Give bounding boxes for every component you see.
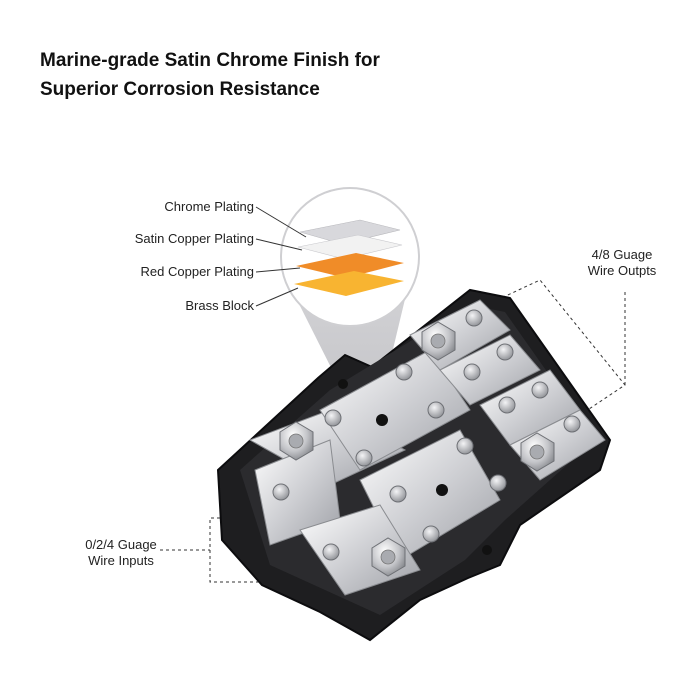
screw [563,415,581,433]
screw [465,309,483,327]
layer-red-copper [296,253,404,278]
output-bar-2 [439,334,541,406]
outputs-callout-line-1: 4/8 Guage [591,247,653,262]
inputs-callout-line-2: Wire Inputs [88,553,154,568]
large-nut-right [520,432,555,472]
fuse-block [216,288,612,642]
screw [355,449,373,467]
layer-brass [294,271,404,296]
headline: Marine-grade Satin Chrome Finish for Sup… [40,46,440,104]
layer-label-red-copper: Red Copper Plating [140,264,254,279]
leader-red-copper [255,267,301,273]
leader-brass [255,287,299,307]
screw [498,396,516,414]
plating-layers [294,219,404,296]
screw [272,483,290,501]
outputs-callout-bracket [496,279,626,416]
leader-satin-copper [255,238,303,251]
mount-hole-right [482,545,492,555]
screw [389,485,407,503]
mount-hole-center [376,414,388,426]
layer-label-satin-copper: Satin Copper Plating [134,231,254,246]
screw [324,409,342,427]
screw [322,543,340,561]
screw [463,363,481,381]
layer-satin-copper [297,234,403,260]
outputs-callout-line-2: Wire Outpts [587,263,657,278]
large-nut-left [279,421,314,461]
screw [427,401,445,419]
headline-line-1: Marine-grade Satin Chrome Finish for [40,50,380,71]
screw [422,525,440,543]
large-nut-front [371,537,406,577]
screw [489,474,507,492]
layer-chrome [299,219,401,245]
outputs-callout: 4/8 Guage Wire Outpts [572,247,672,279]
layer-leader-lines [255,206,307,307]
headline-line-2: Superior Corrosion Resistance [40,79,320,100]
large-nut-top [421,321,456,361]
screw [395,363,413,381]
screw [496,343,514,361]
mount-hole-lower [436,484,448,496]
screws [272,309,581,561]
mount-hole-left [338,379,348,389]
leader-chrome [255,206,307,238]
screw [531,381,549,399]
inputs-callout: 0/2/4 Guage Wire Inputs [66,537,176,569]
bus-bar-center [319,349,471,471]
inputs-callout-line-1: 0/2/4 Guage [85,537,157,552]
layer-label-chrome: Chrome Plating [164,199,254,214]
screw [456,437,474,455]
layer-label-brass: Brass Block [185,298,254,313]
